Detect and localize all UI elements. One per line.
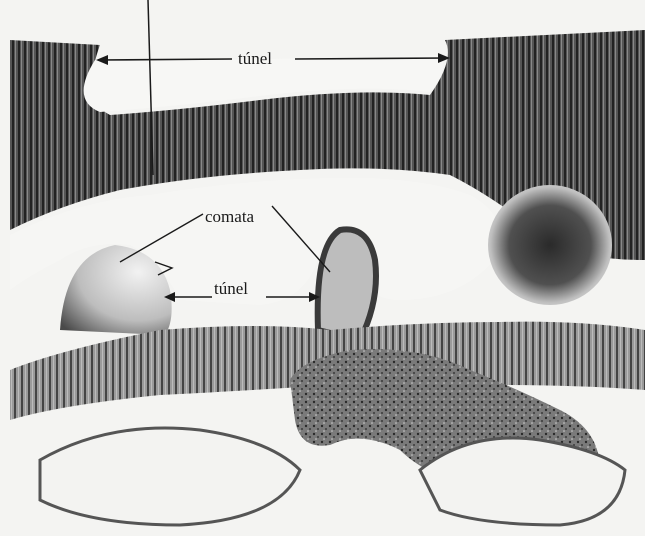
round-cell-structure: [488, 185, 612, 305]
label-tunnel-top: túnel: [238, 49, 272, 68]
label-comata: comata: [205, 207, 255, 226]
label-tunnel-middle: túnel: [214, 279, 248, 298]
right-comata-column: [318, 229, 376, 340]
upper-tunnel-arrow-left: [98, 59, 232, 60]
upper-tunnel-arrow-right: [295, 58, 448, 59]
